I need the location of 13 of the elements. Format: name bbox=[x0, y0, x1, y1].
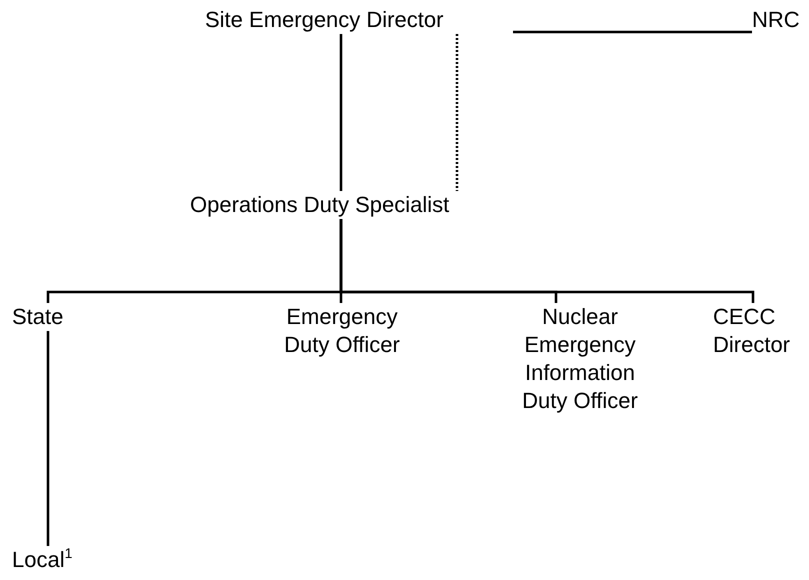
role-title: State bbox=[12, 303, 64, 331]
connector-line bbox=[456, 34, 458, 191]
role-title: Emergency Duty Officer bbox=[283, 303, 401, 359]
role-title: Nuclear Emergency Information Duty Officer bbox=[521, 303, 639, 415]
connector-line bbox=[513, 30, 752, 34]
role-title: Local$^{1}$ bbox=[12, 546, 74, 574]
connector-line bbox=[340, 34, 342, 191]
connector-line bbox=[340, 219, 754, 303]
role-title: Operations Duty Specialist bbox=[190, 191, 450, 219]
role-title: CECC Director bbox=[713, 303, 792, 359]
role-title: NRC bbox=[752, 6, 801, 34]
connector-line bbox=[46, 331, 50, 546]
role-title: Site Emergency Director bbox=[205, 6, 444, 34]
